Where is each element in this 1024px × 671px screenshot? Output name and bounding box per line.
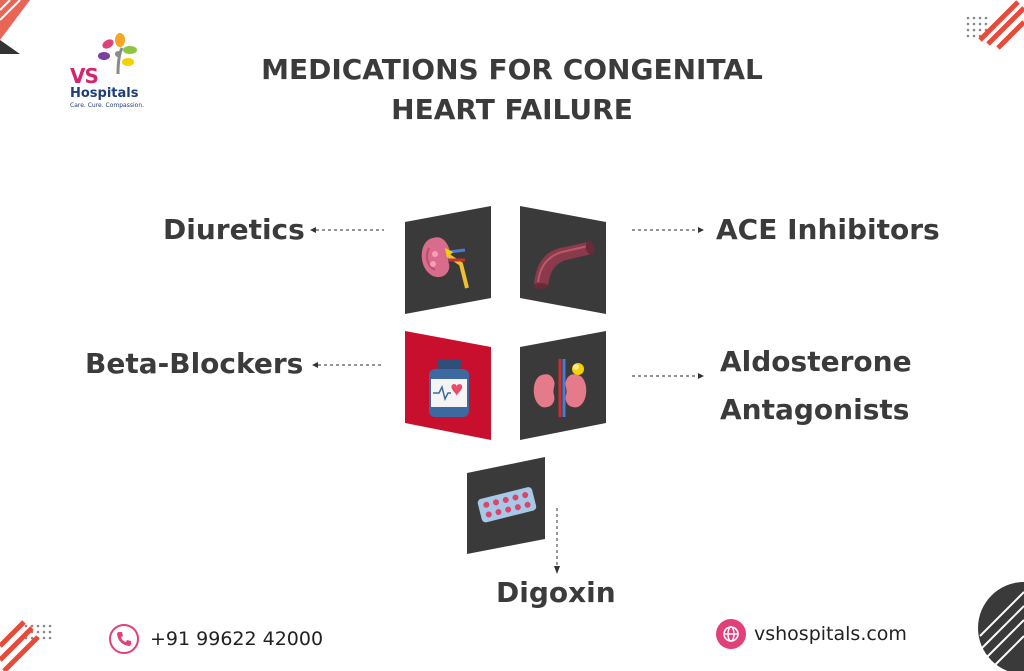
arrow-digoxin	[554, 508, 560, 574]
kidney-icon	[421, 237, 469, 289]
label-aldosterone-antagonists: Aldosterone Antagonists	[720, 338, 912, 434]
page-title: MEDICATIONS FOR CONGENITAL HEART FAILURE	[212, 50, 812, 130]
page-title-line-1: MEDICATIONS FOR CONGENITAL	[261, 53, 763, 86]
medicine-bottle-icon	[429, 359, 469, 417]
label-diuretics: Diuretics	[163, 213, 305, 246]
tile-digoxin	[467, 457, 545, 554]
tile-ace-inhibitors	[520, 206, 606, 314]
phone-icon	[109, 624, 139, 654]
label-aldosterone-line-1: Aldosterone	[720, 345, 912, 378]
adrenal-kidney-icon	[533, 359, 587, 417]
tile-aldosterone-antagonists	[520, 331, 606, 440]
label-ace-inhibitors: ACE Inhibitors	[716, 213, 940, 246]
logo-initials: VS	[70, 64, 99, 88]
label-beta-blockers: Beta-Blockers	[85, 347, 304, 380]
corner-decoration-top-left	[0, 0, 30, 54]
website-link: vshospitals.com	[754, 623, 907, 645]
logo-tagline: Care. Cure. Compassion.	[70, 102, 145, 109]
tile-diuretics	[405, 206, 491, 314]
tile-beta-blockers	[405, 331, 491, 440]
arrow-ace-inhibitors	[632, 227, 704, 233]
corner-decoration-top-right	[966, 0, 1024, 50]
footer-phone[interactable]: +91 99622 42000	[108, 623, 323, 655]
flower-logo-icon	[98, 33, 137, 74]
label-digoxin: Digoxin	[496, 576, 616, 609]
arrow-diuretics	[310, 227, 384, 233]
corner-decoration-bottom-right	[978, 582, 1024, 671]
label-aldosterone-line-2: Antagonists	[720, 393, 910, 426]
arrow-aldosterone-antagonists	[632, 373, 704, 379]
logo-name: Hospitals	[70, 86, 139, 101]
arrow-beta-blockers	[312, 362, 384, 368]
footer-website[interactable]: vshospitals.com	[716, 619, 907, 649]
blood-vessel-icon	[534, 241, 595, 289]
pill-blister-icon	[477, 487, 537, 523]
corner-decoration-bottom-left	[0, 620, 52, 671]
hospital-logo: VS Hospitals Care. Cure. Compassion.	[66, 30, 156, 115]
phone-number: +91 99622 42000	[150, 628, 324, 650]
page-title-line-2: HEART FAILURE	[391, 93, 633, 126]
globe-icon	[716, 619, 746, 649]
